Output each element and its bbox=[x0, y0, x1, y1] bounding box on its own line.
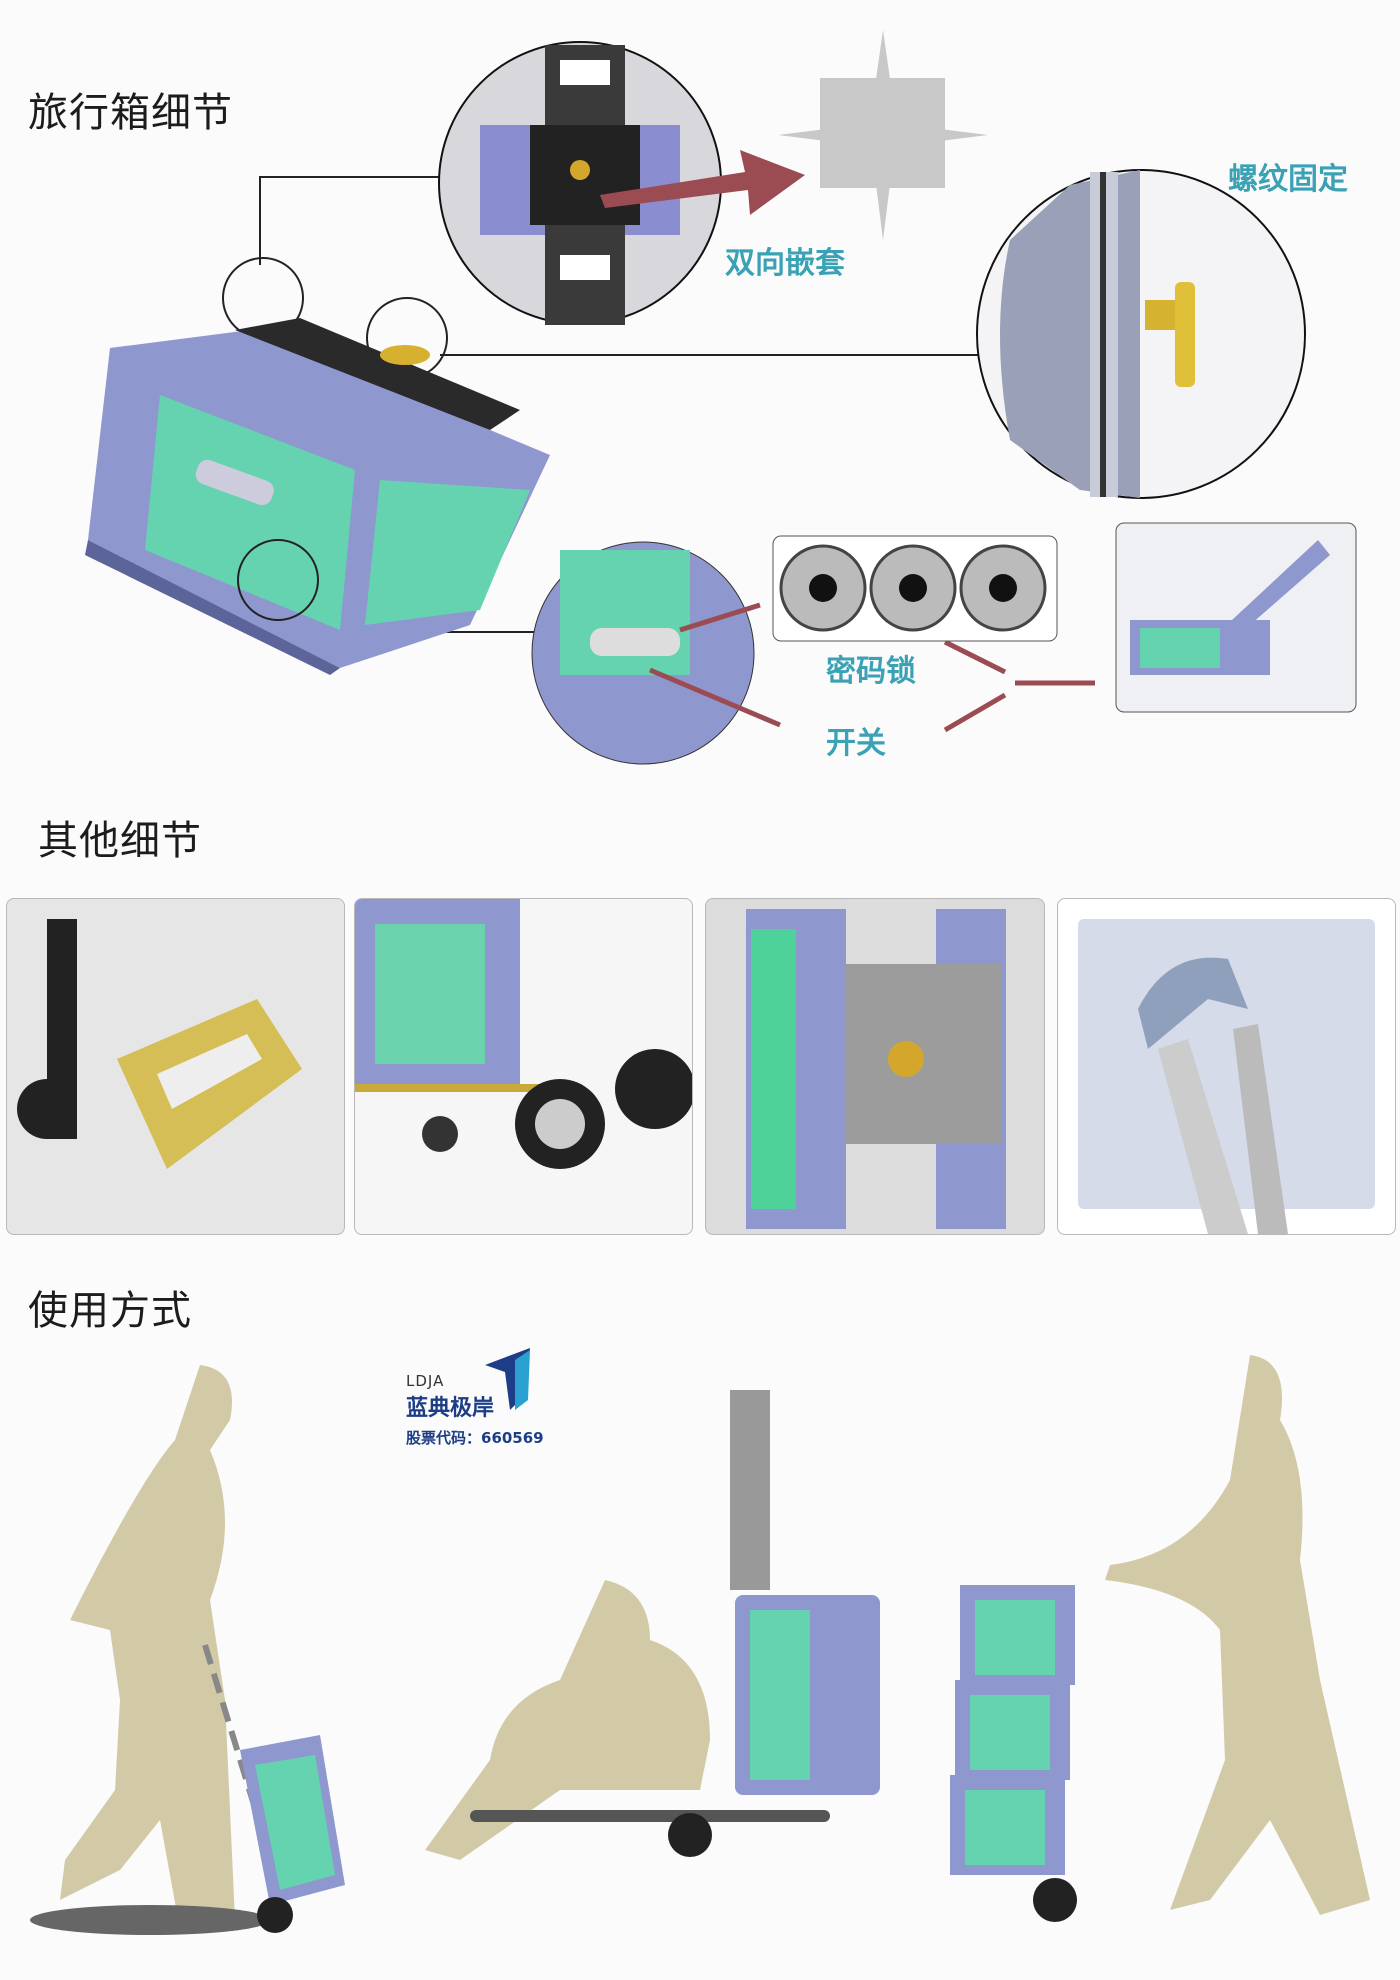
thread-detail-circle bbox=[976, 169, 1306, 499]
logo-name: 蓝典极岸 bbox=[406, 1396, 495, 1421]
label-two-way-nesting: 双向嵌套 bbox=[725, 246, 845, 281]
two-way-nesting-diagram bbox=[778, 30, 988, 240]
section-title-other-details: 其他细节 bbox=[38, 818, 202, 864]
label-combination-lock: 密码锁 bbox=[826, 654, 916, 689]
label-threaded-fixing: 螺纹固定 bbox=[1228, 162, 1348, 197]
suitcase-render bbox=[85, 257, 550, 675]
usage-suitcases bbox=[30, 1390, 1077, 1935]
logo-mark bbox=[485, 1348, 530, 1410]
red-arrows bbox=[649, 602, 1095, 733]
detail-panel-wheels bbox=[354, 898, 693, 1235]
section-title-suitcase-details: 旅行箱细节 bbox=[28, 90, 233, 136]
sitting-person-silhouette bbox=[425, 1580, 710, 1860]
section-title-usage: 使用方式 bbox=[28, 1288, 192, 1334]
pushing-woman-silhouette bbox=[1105, 1355, 1370, 1915]
combination-lock-dials bbox=[772, 535, 1058, 642]
usage-silhouettes bbox=[60, 1355, 1370, 1930]
logo-abbr: LDJA bbox=[406, 1372, 445, 1390]
detail-panel-handle bbox=[1057, 898, 1396, 1235]
detail-panel-hook bbox=[6, 898, 345, 1235]
lock-detail-circle bbox=[531, 541, 755, 765]
opened-suitcase-render bbox=[1115, 522, 1357, 713]
detail-panel-lock-plate bbox=[705, 898, 1045, 1235]
arrow-to-plus bbox=[600, 150, 805, 215]
walking-man-silhouette bbox=[60, 1365, 235, 1930]
label-switch: 开关 bbox=[826, 726, 886, 761]
logo-stock-code: 股票代码：660569 bbox=[406, 1429, 544, 1447]
